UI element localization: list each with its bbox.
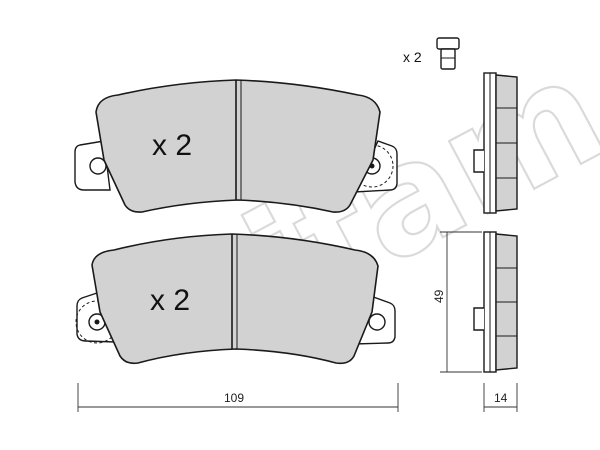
height-dimension-label: 49 [432, 289, 446, 303]
width-dimension: 109 [77, 383, 399, 412]
width-dimension-label: 109 [224, 391, 244, 405]
height-dimension: 49 [432, 231, 482, 373]
lower-side-clip [473, 307, 484, 331]
pin-shank [440, 48, 456, 70]
lower-pad-left-hole-center [94, 319, 100, 325]
pin-quantity: x 2 [403, 49, 422, 65]
upper-brake-pad: x 2 [74, 79, 398, 213]
pin-head [436, 37, 460, 50]
lower-brake-pad: x 2 [75, 233, 396, 365]
upper-pad-side-view [473, 72, 518, 214]
lower-pad-quantity: x 2 [150, 284, 190, 317]
upper-pad-right-hole-outline [350, 144, 394, 188]
thickness-dimension: 14 [483, 383, 518, 412]
guide-pin: x 2 [403, 37, 460, 70]
upper-side-clip [473, 149, 484, 173]
lower-pad-friction-block [91, 233, 379, 365]
upper-pad-quantity: x 2 [152, 129, 192, 162]
lower-pad-right-hole [368, 313, 386, 331]
upper-pad-friction-block [95, 79, 381, 213]
lower-pad-side-view [473, 231, 518, 373]
thickness-dimension-label: 14 [494, 391, 508, 405]
